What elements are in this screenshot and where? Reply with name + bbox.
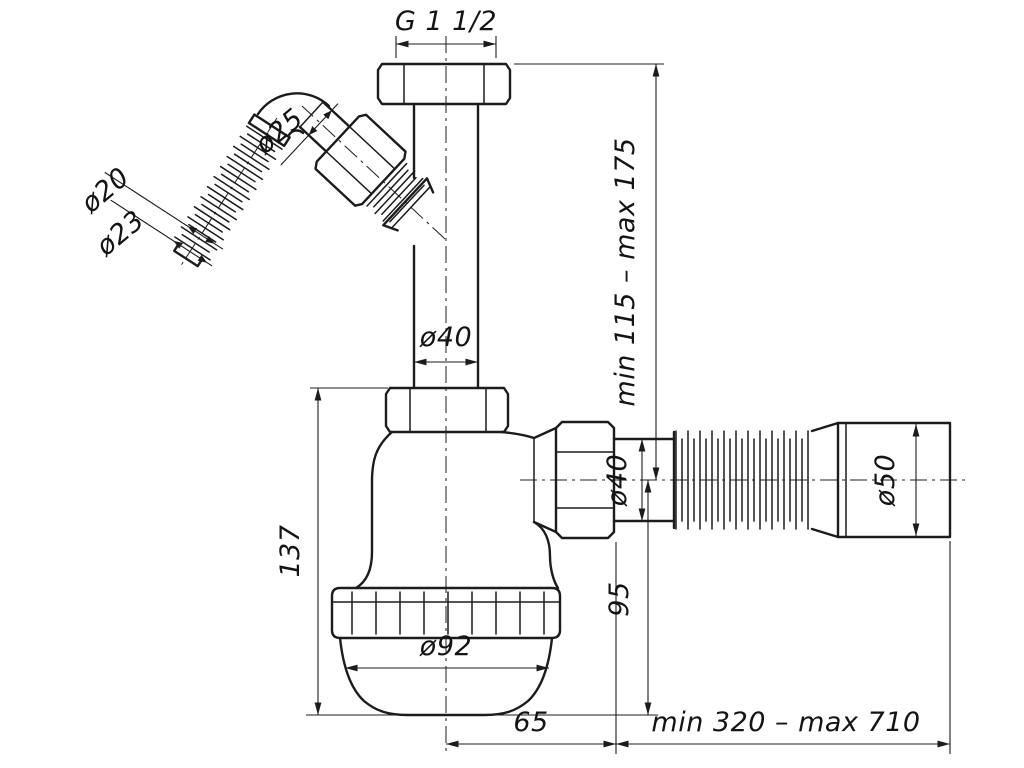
dim-label-inlet-pipe-diameter: ø40 [419,322,472,353]
branch-assembly [280,100,435,232]
dim-label-outlet-pipe-diameter: ø40 [602,454,633,507]
corrugated-hose [104,113,291,268]
outlet-nut [554,420,616,540]
dim-label-cup-diameter: ø92 [419,631,472,662]
dim-label-thread-size: G 1 1/2 [395,6,497,37]
dim-label-body-height: 137 [275,524,306,577]
dim-label-branch-nut-diameter: ø25 [249,103,310,161]
lower-union-nut [384,386,510,434]
trap-body [354,426,560,590]
centerlines [179,36,968,754]
outlet-end-pipe [810,421,952,539]
extension-lines [306,36,951,754]
cup-bottom [338,636,554,717]
dim-label-outlet-offset: 65 [513,707,548,738]
elbow-fitting [256,92,331,137]
inlet-union-nut [376,62,512,106]
dim-label-outlet-axis-to-bottom: 95 [604,581,635,616]
dim-label-inlet-height-range: min 115 – max 175 [610,137,641,406]
outlet-corrugated-section [675,430,809,530]
dim-label-outlet-end-diameter: ø50 [870,454,901,507]
dim-label-outlet-length-range: min 320 – max 710 [651,707,920,738]
dimension-lines [314,40,950,748]
